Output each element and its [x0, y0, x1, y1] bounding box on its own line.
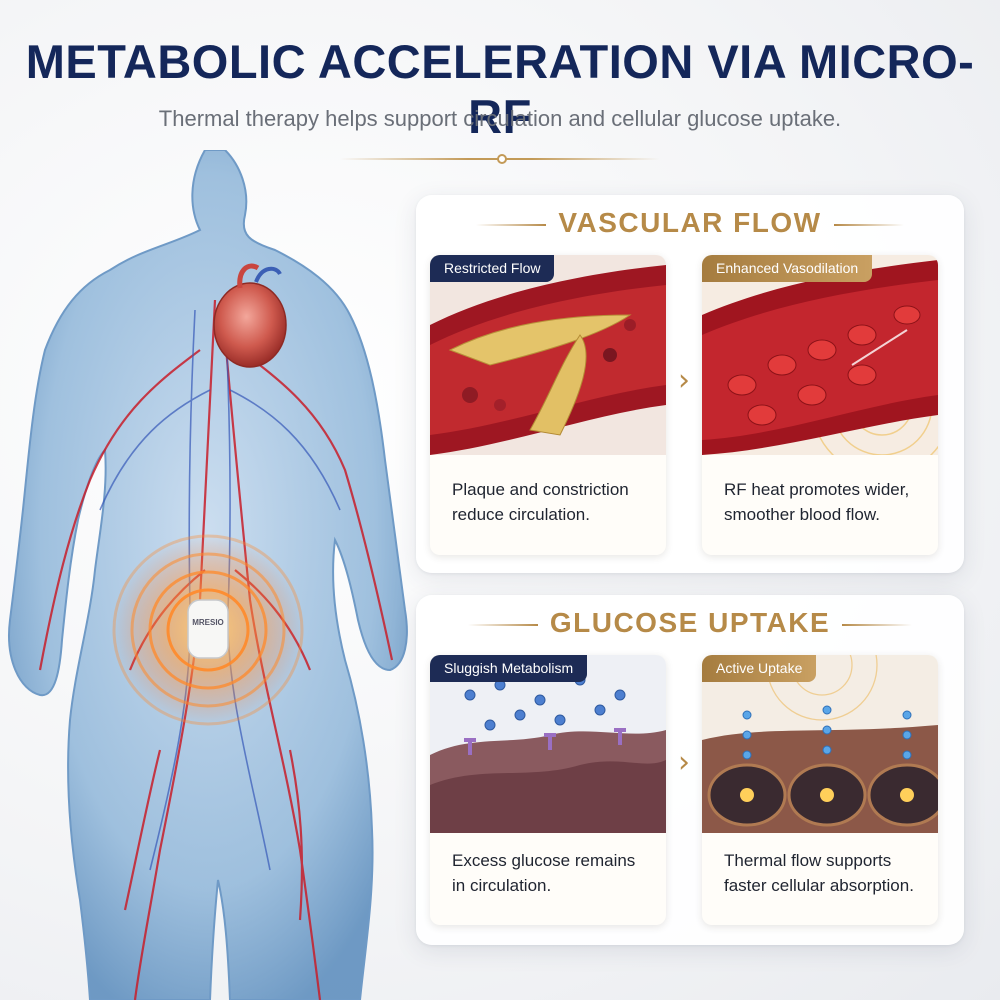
active-uptake-image	[702, 655, 938, 833]
page-title: METABOLIC ACCELERATION VIA MICRO-RF	[25, 35, 975, 143]
device-label: MRESIO	[192, 618, 224, 627]
micro-rf-device	[187, 599, 229, 659]
divider-ornament	[497, 154, 507, 164]
enhanced-vasodilation-image	[702, 255, 938, 455]
restricted-flow-image	[430, 255, 666, 455]
body-illustration: MRESIO	[8, 150, 408, 1000]
sluggish-metabolism-caption: Excess glucose remains in circulation.	[452, 851, 636, 895]
active-uptake-card: Active Uptake Thermal flow supports fast…	[702, 655, 938, 925]
restricted-flow-caption: Plaque and constriction reduce circulati…	[452, 480, 629, 524]
heat-rings	[112, 534, 304, 726]
active-uptake-caption: Thermal flow supports faster cellular ab…	[724, 851, 914, 895]
sluggish-metabolism-image	[430, 655, 666, 833]
sluggish-metabolism-card: Sluggish Metabolism Excess glucose remai…	[430, 655, 666, 925]
next-arrow-icon: ›	[678, 745, 690, 780]
enhanced-vasodilation-tag: Enhanced Vasodilation	[702, 255, 873, 282]
page-subtitle: Thermal therapy helps support circulatio…	[158, 106, 842, 131]
enhanced-vasodilation-card: Enhanced Vasodilation RF heat promotes w…	[702, 255, 938, 555]
next-arrow-icon: ›	[678, 363, 690, 398]
sluggish-metabolism-tag: Sluggish Metabolism	[430, 655, 588, 682]
enhanced-vasodilation-caption: RF heat promotes wider, smoother blood f…	[724, 480, 910, 524]
restricted-flow-card: Restricted Flow Plaque and constriction …	[430, 255, 666, 555]
vascular-flow-heading: VASCULAR FLOW	[558, 207, 822, 238]
restricted-flow-tag: Restricted Flow	[430, 255, 555, 282]
heart	[213, 282, 287, 368]
glucose-uptake-panel: GLUCOSE UPTAKE Sluggish Metabolism Exces…	[416, 595, 964, 945]
vascular-flow-panel: VASCULAR FLOW Restricted Flow Plaque and…	[416, 195, 964, 573]
active-uptake-tag: Active Uptake	[702, 655, 817, 682]
glucose-uptake-heading: GLUCOSE UPTAKE	[549, 607, 831, 638]
